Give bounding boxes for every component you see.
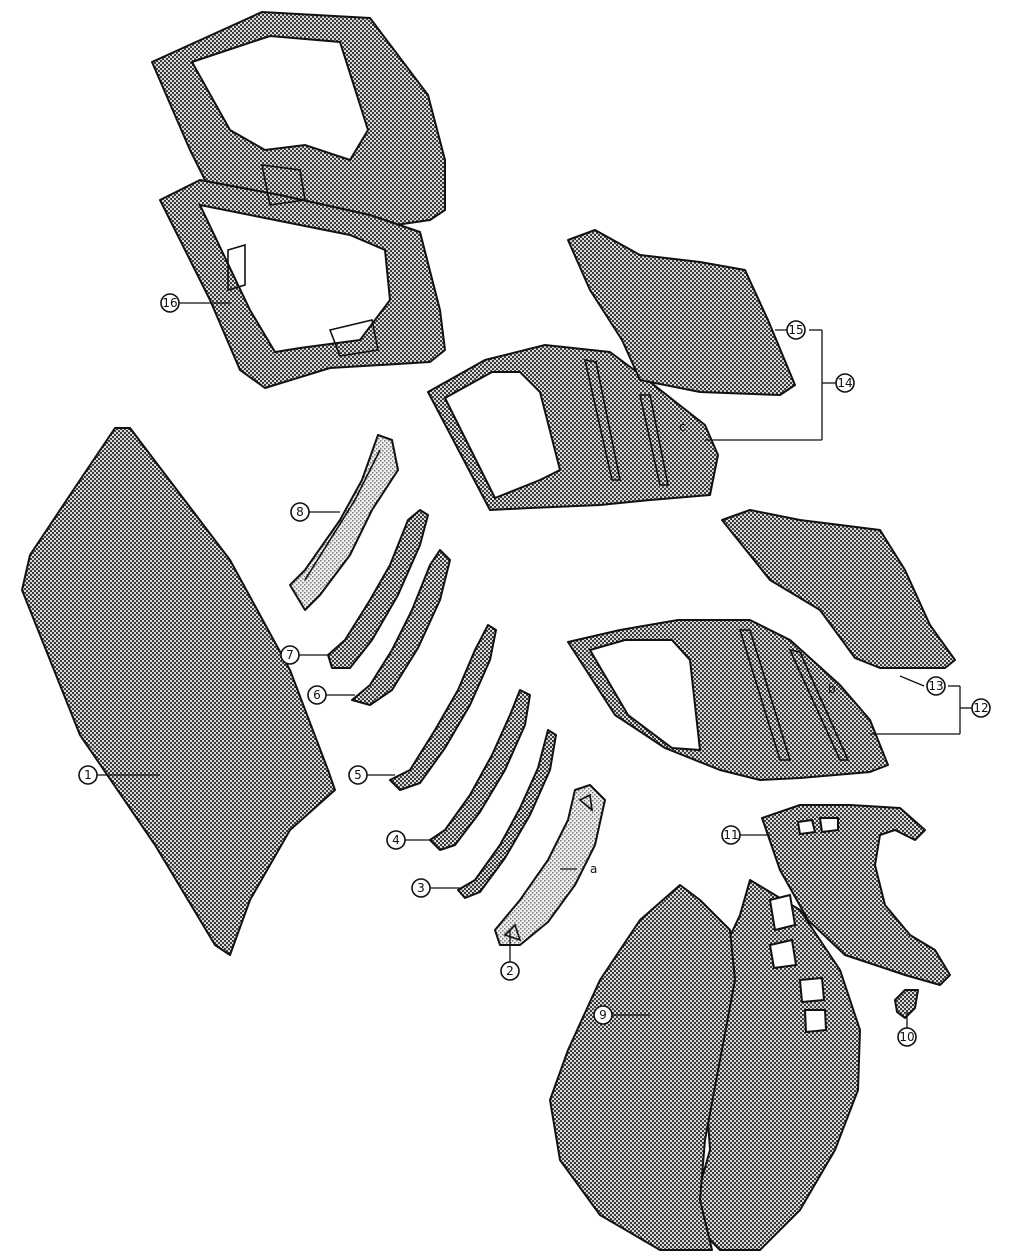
callout-10: 10 xyxy=(897,1027,917,1047)
callout-12: 12 xyxy=(971,698,991,718)
part-15-rear-door-outer-panel xyxy=(567,229,796,396)
callout-1: 1 xyxy=(78,765,98,785)
part-6-roof-rail xyxy=(351,549,451,706)
svg-text:6: 6 xyxy=(313,688,321,702)
callout-9: 9 xyxy=(593,1005,613,1025)
part-1-roof-panel xyxy=(21,427,336,956)
part-7-roof-rail xyxy=(327,509,429,669)
svg-text:7: 7 xyxy=(286,648,294,662)
svg-text:12: 12 xyxy=(973,701,988,715)
svg-text:c: c xyxy=(679,420,686,434)
part-3-roof-bow xyxy=(457,729,557,899)
callout-8: 8 xyxy=(290,502,310,522)
svg-text:1: 1 xyxy=(84,768,92,782)
part-10-bracket xyxy=(894,989,919,1019)
part-12-front-door xyxy=(567,619,889,781)
reference-letter-c: c xyxy=(679,420,686,434)
svg-text:3: 3 xyxy=(417,881,425,895)
reference-letter-b: b xyxy=(828,682,836,696)
callout-3: 3 xyxy=(411,878,431,898)
callout-7: 7 xyxy=(280,645,300,665)
callout-5: 5 xyxy=(348,765,368,785)
callout-13: 13 xyxy=(926,676,946,696)
reference-letter-a: a xyxy=(590,862,597,876)
callout-6: 6 xyxy=(307,685,327,705)
svg-text:13: 13 xyxy=(928,679,943,693)
callout-2: 2 xyxy=(500,961,520,981)
part-5-roof-bow xyxy=(389,624,497,791)
svg-text:8: 8 xyxy=(296,505,304,519)
part-16-back-door xyxy=(151,11,446,389)
svg-text:16: 16 xyxy=(162,296,177,310)
svg-text:a: a xyxy=(590,862,597,876)
callout-11: 11 xyxy=(721,825,741,845)
callout-14: 14 xyxy=(835,373,855,393)
svg-text:b: b xyxy=(828,682,836,696)
callout-4: 4 xyxy=(386,830,406,850)
svg-text:15: 15 xyxy=(788,323,803,337)
part-11-front-fender xyxy=(761,804,951,986)
callout-16: 16 xyxy=(160,293,180,313)
svg-text:11: 11 xyxy=(723,828,738,842)
svg-text:2: 2 xyxy=(506,964,514,978)
svg-text:10: 10 xyxy=(899,1030,914,1044)
part-2-front-header-panel xyxy=(494,784,606,946)
part-14-rear-door xyxy=(427,344,719,511)
part-13-front-door-outer-panel xyxy=(721,509,956,669)
part-4-roof-bow xyxy=(429,689,531,851)
part-8-header-reinforcement xyxy=(289,434,399,611)
svg-text:4: 4 xyxy=(392,833,400,847)
svg-text:5: 5 xyxy=(354,768,362,782)
svg-text:14: 14 xyxy=(837,376,852,390)
svg-text:9: 9 xyxy=(599,1008,607,1022)
callout-15: 15 xyxy=(786,320,806,340)
part-9-hood xyxy=(549,879,861,1251)
